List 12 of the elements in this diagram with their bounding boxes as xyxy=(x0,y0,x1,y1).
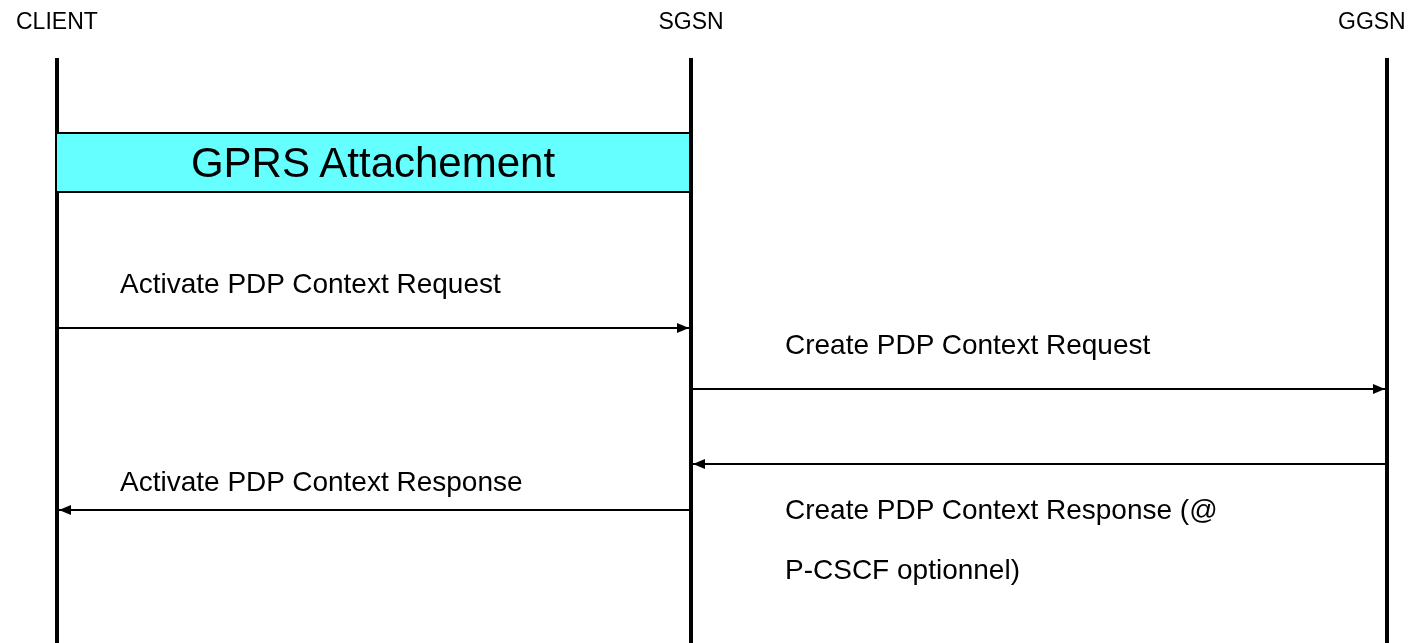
participant-label: CLIENT xyxy=(16,8,98,35)
message-label: Create PDP Context Response (@ P-CSCF optionnel) xyxy=(785,493,1219,587)
message-label: Activate PDP Context Response xyxy=(120,465,524,499)
message-arrow xyxy=(692,459,1386,469)
participant-label: GGSN xyxy=(1338,8,1406,35)
message-arrow xyxy=(692,384,1386,394)
message-label: Create PDP Context Request xyxy=(785,328,1152,362)
process-box: GPRS Attachement xyxy=(55,132,691,193)
participant-label: SGSN xyxy=(658,8,724,35)
message-arrow xyxy=(58,505,690,515)
message-label: Activate PDP Context Request xyxy=(120,267,502,301)
message-arrow xyxy=(58,323,690,333)
